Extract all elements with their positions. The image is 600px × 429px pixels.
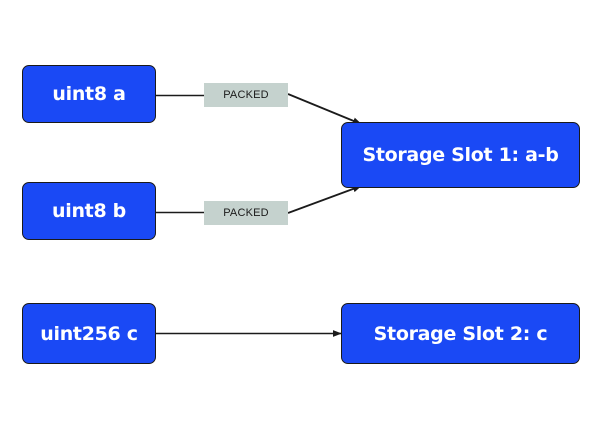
node-storage-slot-2[interactable]: Storage Slot 2: c — [341, 303, 580, 364]
node-var-b[interactable]: uint8 b — [22, 182, 156, 240]
node-var-c[interactable]: uint256 c — [22, 303, 156, 364]
edge-label-packed-b: PACKED — [204, 201, 288, 225]
edge-packed-to-slot1-top — [287, 93, 362, 125]
node-storage-slot-1-label: Storage Slot 1: a-b — [362, 144, 559, 166]
edge-label-packed-a-text: PACKED — [223, 88, 269, 101]
node-storage-slot-2-label: Storage Slot 2: c — [373, 322, 548, 345]
node-var-a[interactable]: uint8 a — [22, 65, 156, 123]
node-var-b-label: uint8 b — [52, 200, 126, 222]
node-var-c-label: uint256 c — [40, 322, 138, 345]
edge-label-packed-b-text: PACKED — [223, 206, 269, 219]
node-storage-slot-1[interactable]: Storage Slot 1: a-b — [341, 122, 580, 188]
node-var-a-label: uint8 a — [52, 83, 126, 105]
edge-packed-to-slot1-bottom — [287, 185, 362, 214]
edge-label-packed-a: PACKED — [204, 83, 288, 107]
